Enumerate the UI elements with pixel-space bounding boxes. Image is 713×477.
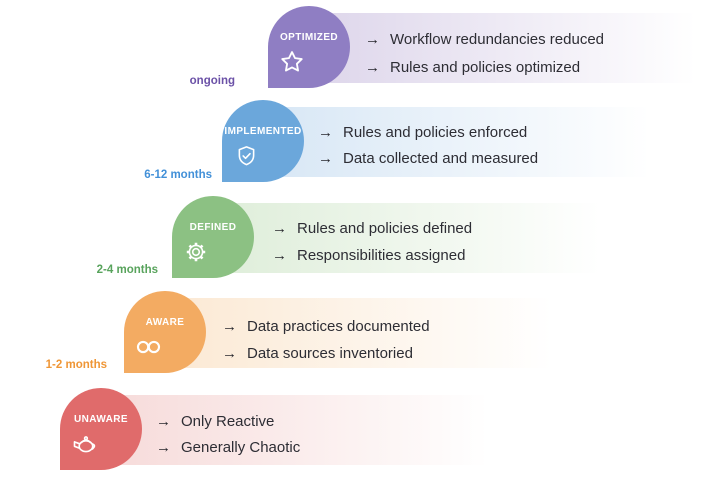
- level-name: UNAWARE: [74, 414, 128, 425]
- level-bubble: UNAWARE: [60, 388, 142, 470]
- list-item: → Responsibilities assigned: [272, 242, 472, 268]
- level-items: → Rules and policies enforced → Data col…: [318, 119, 538, 171]
- item-text: Data collected and measured: [343, 149, 539, 167]
- level-band: [298, 13, 696, 83]
- shield-check-icon: [231, 142, 261, 170]
- item-text: Workflow redundancies reduced: [390, 30, 605, 48]
- list-item: → Workflow redundancies reduced: [365, 26, 604, 52]
- level-bubble: AWARE: [124, 291, 206, 373]
- level-band: [90, 395, 488, 465]
- item-text: Rules and policies defined: [297, 219, 473, 237]
- level-band: [202, 203, 600, 273]
- arrow-icon: →: [272, 219, 287, 237]
- arrow-icon: →: [365, 58, 380, 76]
- timeline-label: ongoing: [189, 75, 235, 87]
- list-item: → Data practices documented: [222, 313, 430, 339]
- arrow-icon: →: [222, 317, 237, 335]
- timeline-label: 6-12 months: [144, 169, 212, 181]
- list-item: → Generally Chaotic: [156, 435, 300, 461]
- arrow-icon: →: [318, 149, 333, 167]
- glasses-icon: [133, 333, 163, 361]
- level-name: OPTIMIZED: [279, 32, 339, 43]
- level-items: → Rules and policies defined → Responsib…: [272, 215, 472, 268]
- list-item: → Rules and policies enforced: [318, 119, 538, 145]
- star-icon: [277, 48, 307, 76]
- item-text: Data practices documented: [247, 317, 430, 335]
- item-text: Only Reactive: [181, 413, 275, 431]
- item-text: Rules and policies enforced: [343, 123, 528, 141]
- arrow-icon: →: [156, 413, 171, 431]
- level-band: [154, 298, 552, 368]
- level-band: [252, 107, 650, 177]
- level-name: IMPLEMENTED: [224, 126, 302, 137]
- level-bubble: OPTIMIZED: [268, 6, 350, 88]
- level-items: → Only Reactive → Generally Chaotic: [156, 409, 300, 460]
- list-item: → Data collected and measured: [318, 145, 538, 171]
- arrow-icon: →: [272, 246, 287, 264]
- list-item: → Data sources inventoried: [222, 340, 430, 366]
- list-item: → Rules and policies defined: [272, 215, 472, 241]
- timeline-label: 2-4 months: [96, 264, 158, 276]
- item-text: Generally Chaotic: [181, 438, 301, 456]
- list-item: → Only Reactive: [156, 409, 300, 435]
- arrow-icon: →: [156, 438, 171, 456]
- timeline-label: 1-2 months: [45, 359, 107, 371]
- arrow-icon: →: [365, 30, 380, 48]
- level-name: DEFINED: [189, 222, 237, 233]
- item-text: Responsibilities assigned: [297, 246, 466, 264]
- arrow-icon: →: [222, 344, 237, 362]
- level-items: → Data practices documented → Data sourc…: [222, 313, 430, 366]
- arrow-icon: →: [318, 123, 333, 141]
- list-item: → Rules and policies optimized: [365, 54, 604, 80]
- gear-icon: [181, 238, 211, 266]
- teapot-icon: [69, 430, 99, 458]
- level-name: AWARE: [145, 317, 185, 328]
- level-items: → Workflow redundancies reduced → Rules …: [365, 26, 604, 80]
- level-bubble: IMPLEMENTED: [222, 100, 304, 182]
- level-bubble: DEFINED: [172, 196, 254, 278]
- item-text: Rules and policies optimized: [390, 58, 581, 76]
- item-text: Data sources inventoried: [247, 344, 413, 362]
